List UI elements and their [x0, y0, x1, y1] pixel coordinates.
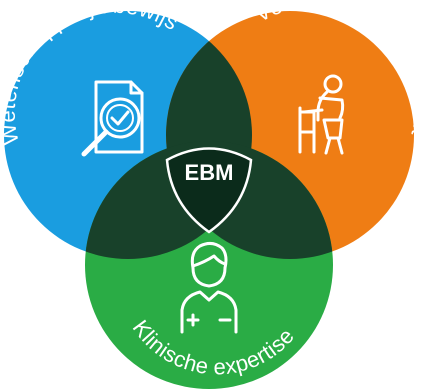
- document-magnifier-icon: [81, 80, 144, 157]
- doctor-icon: [180, 241, 238, 334]
- overlap-evidence-expertise: [85, 141, 252, 259]
- center-label: EBM: [185, 160, 234, 185]
- overlap-patient-expertise: [166, 141, 333, 259]
- elderly-walker-icon: [298, 74, 345, 155]
- ebm-shield-shape: [165, 147, 253, 234]
